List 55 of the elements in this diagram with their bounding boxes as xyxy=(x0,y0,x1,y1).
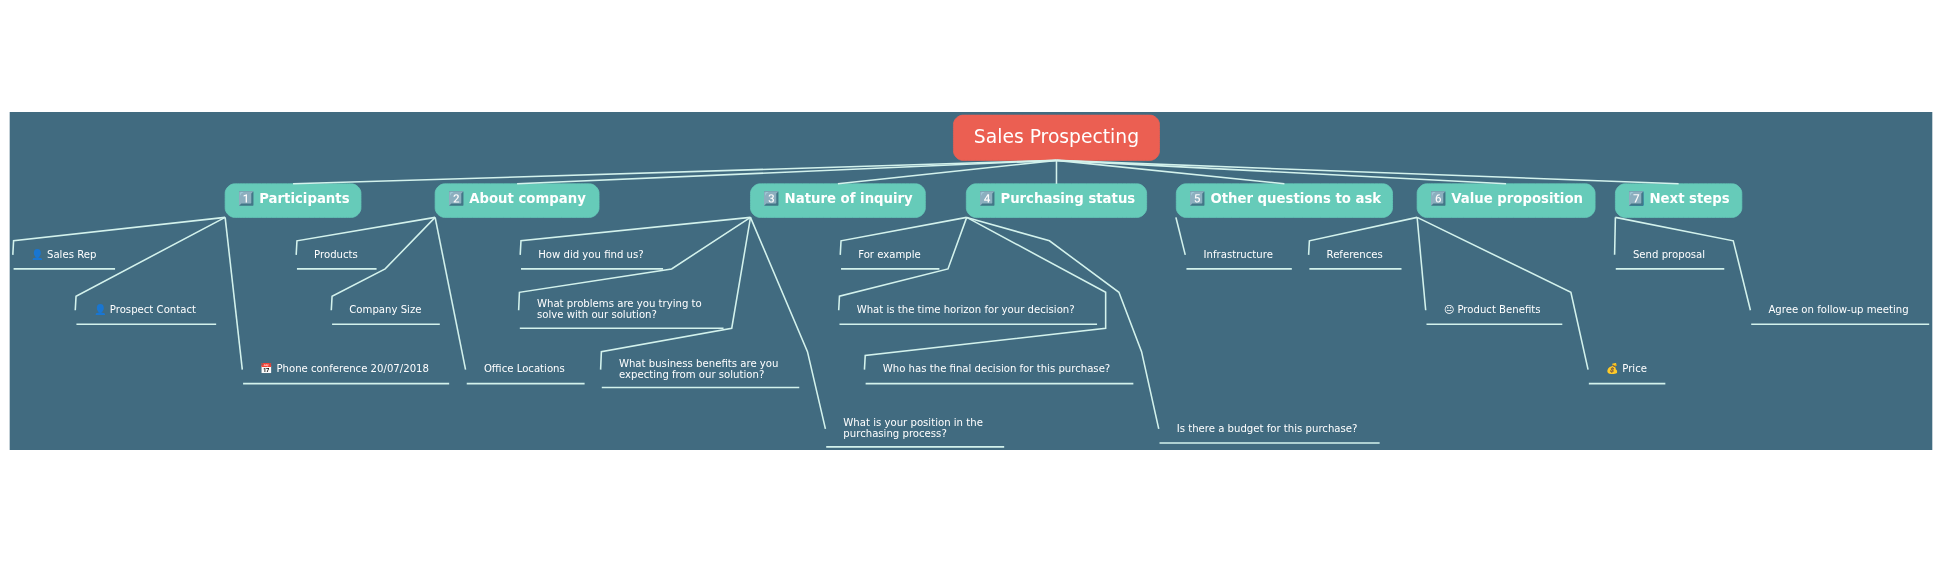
connector xyxy=(1614,216,1752,312)
connector xyxy=(517,216,752,312)
connector xyxy=(1416,216,1589,371)
node-text: References xyxy=(1326,248,1383,260)
connector xyxy=(295,216,436,256)
connector xyxy=(292,159,1058,185)
connector xyxy=(224,216,244,371)
node-box: Sales Prospecting xyxy=(953,114,1160,161)
node-text: Send proposal xyxy=(1632,248,1706,260)
node-text: What business benefits are you expecting from our solution? xyxy=(618,357,779,380)
node-text: Products xyxy=(314,248,358,260)
connector xyxy=(1055,159,1286,185)
connector xyxy=(1055,159,1507,185)
node-text: What is the time horizon for your decision? xyxy=(856,303,1075,315)
node-box: 5⃣ Other questions to ask xyxy=(1175,183,1393,218)
connector xyxy=(1307,216,1418,256)
connector xyxy=(74,216,226,312)
connector xyxy=(749,216,827,430)
node-text: 💰 Price xyxy=(1606,363,1647,375)
connector xyxy=(516,159,1058,185)
node-text: Infrastructure xyxy=(1203,248,1273,260)
node-box: 2⃣ About company xyxy=(434,183,600,218)
node-box: 6⃣ Value proposition xyxy=(1416,183,1596,218)
connector xyxy=(1416,216,1427,312)
connector xyxy=(837,216,968,312)
node-text: Agree on follow-up meeting xyxy=(1768,303,1909,315)
connector xyxy=(12,216,226,256)
node-text: What problems are you trying to solve with our solution? xyxy=(536,298,702,321)
connector xyxy=(1055,159,1680,185)
node-text: Who has the final decision for this purchase? xyxy=(882,363,1111,375)
node-box: 1⃣ Participants xyxy=(224,183,362,218)
connector xyxy=(863,216,1107,371)
connector xyxy=(1055,159,1058,185)
node-text: 👤 Sales Rep xyxy=(30,248,97,260)
node-text: 👤 Prospect Contact xyxy=(93,303,196,315)
node-box: 4⃣ Purchasing status xyxy=(965,183,1148,218)
node-text: How did you find us? xyxy=(538,248,644,260)
node-text: Company Size xyxy=(349,303,422,315)
connector xyxy=(599,216,752,371)
connector xyxy=(965,216,1160,430)
connector xyxy=(839,216,968,256)
node-text: Is there a budget for this purchase? xyxy=(1176,422,1358,434)
node-text: For example xyxy=(858,248,921,260)
node-box: 3⃣ Nature of inquiry xyxy=(750,183,926,218)
node-text: Office Locations xyxy=(483,363,565,375)
node-box: 7⃣ Next steps xyxy=(1615,183,1743,218)
node-text: 📅 Phone conference 20/07/2018 xyxy=(260,363,429,375)
connector xyxy=(434,216,467,371)
connector xyxy=(1175,216,1187,256)
connector xyxy=(519,216,752,256)
node-text: What is your position in the purchasing process? xyxy=(843,417,983,440)
connector xyxy=(837,159,1058,185)
node-text: 😐 Product Benefits xyxy=(1443,303,1541,315)
connector xyxy=(330,216,436,312)
connector xyxy=(1613,216,1617,256)
